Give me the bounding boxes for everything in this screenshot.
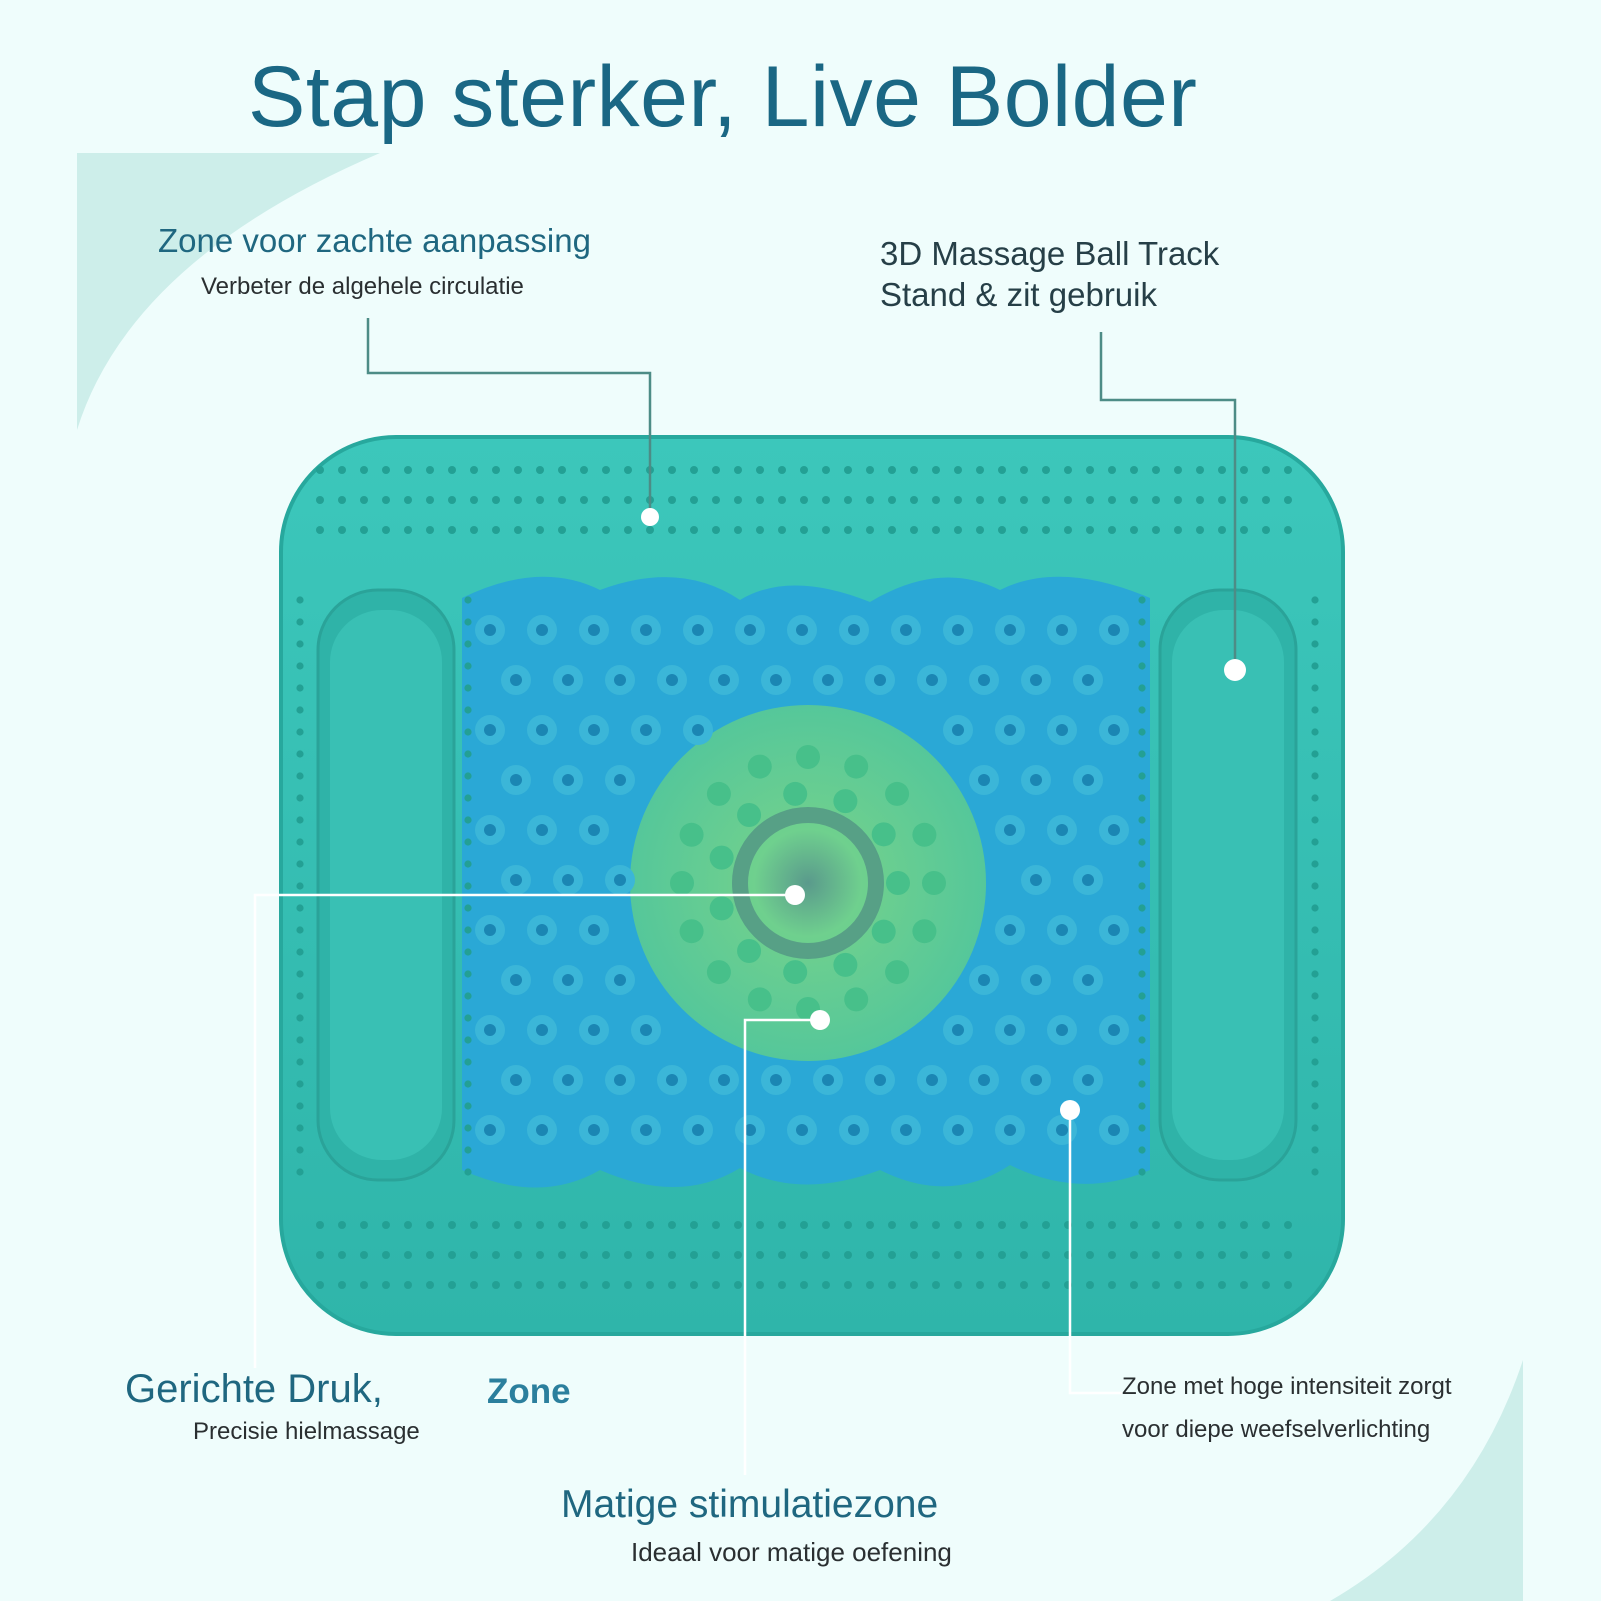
left-track-groove [330, 610, 442, 1160]
callout-bottom-right-line1: Zone met hoge intensiteit zorgt [1122, 1373, 1452, 1400]
callout-top-left-sub: Verbeter de algehele circulatie [201, 273, 524, 300]
callout-bottom-mid-heading: Matige stimulatiezone [561, 1483, 939, 1526]
callout-top-right-line2: Stand & zit gebruik [880, 276, 1157, 313]
bg-arc-top-left [77, 153, 380, 430]
line-bottom-mid [743, 1018, 820, 1475]
callout-bottom-left-zone: Zone [487, 1372, 571, 1411]
callout-dots [641, 508, 1246, 1120]
callout-bottom-left-heading: Gerichte Druk, [125, 1367, 383, 1411]
callout-top-right-line1: 3D Massage Ball Track [880, 235, 1220, 272]
center-core [732, 807, 884, 959]
line-bottom-left [253, 893, 795, 1368]
line-top-right [1099, 332, 1237, 670]
line-top-left [366, 318, 652, 517]
line-bottom-right [1068, 1110, 1122, 1395]
right-track-groove [1172, 610, 1284, 1160]
page-title: Stap sterker, Live Bolder [248, 49, 1198, 145]
bg-arc-bottom-right [1330, 1360, 1523, 1601]
callout-bottom-left-sub: Precisie hielmassage [193, 1418, 420, 1445]
massage-nubs [296, 466, 1319, 1289]
callout-lines [253, 318, 1237, 1475]
callout-bottom-right-line2: voor diepe weefselverlichting [1122, 1416, 1431, 1443]
callout-bottom-mid-sub: Ideaal voor matige oefening [631, 1537, 952, 1567]
callout-top-left-heading: Zone voor zachte aanpassing [158, 222, 591, 259]
